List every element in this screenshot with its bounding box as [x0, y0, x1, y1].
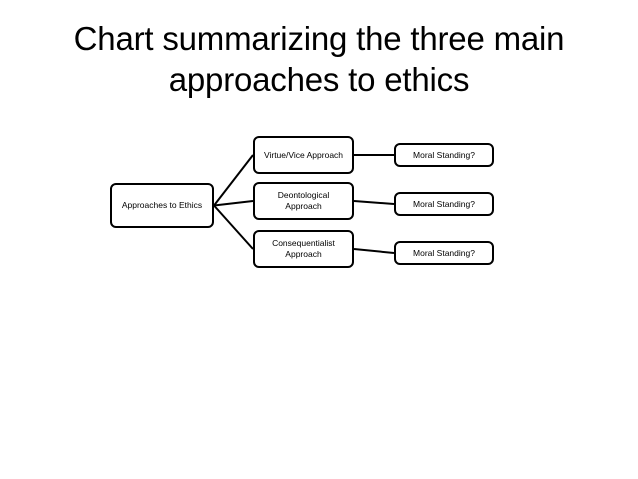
page-title-line-2: approaches to ethics: [168, 61, 470, 99]
node-moral-standing-deontological[interactable]: Moral Standing?: [394, 192, 494, 216]
connector-root-to-consequentialist: [213, 204, 254, 250]
node-label: Consequentialist Approach: [272, 238, 335, 259]
node-moral-standing-virtue[interactable]: Moral Standing?: [394, 143, 494, 167]
node-label: Moral Standing?: [413, 247, 475, 258]
node-label: Moral Standing?: [413, 198, 475, 209]
node-label: Moral Standing?: [413, 149, 475, 160]
connector-deontological-to-moral-standing: [353, 200, 395, 205]
connector-root-to-deontological: [213, 200, 254, 207]
page-title-line-1: Chart summarizing the three main: [73, 20, 565, 57]
page-title: Chart summarizing the three main approac…: [38, 18, 600, 101]
node-label: Virtue/Vice Approach: [263, 149, 344, 160]
node-label: Approaches to Ethics: [121, 200, 203, 211]
node-deontological-approach[interactable]: Deontological Approach: [253, 182, 354, 220]
connector-consequentialist-to-moral-standing: [353, 248, 395, 254]
node-consequentialist-approach[interactable]: Consequentialist Approach: [253, 230, 354, 268]
node-label: Deontological Approach: [277, 190, 330, 211]
node-moral-standing-consequentialist[interactable]: Moral Standing?: [394, 241, 494, 265]
connector-root-to-virtue: [213, 154, 254, 207]
node-approaches-to-ethics[interactable]: Approaches to Ethics: [110, 183, 214, 228]
node-virtue-vice-approach[interactable]: Virtue/Vice Approach: [253, 136, 354, 174]
